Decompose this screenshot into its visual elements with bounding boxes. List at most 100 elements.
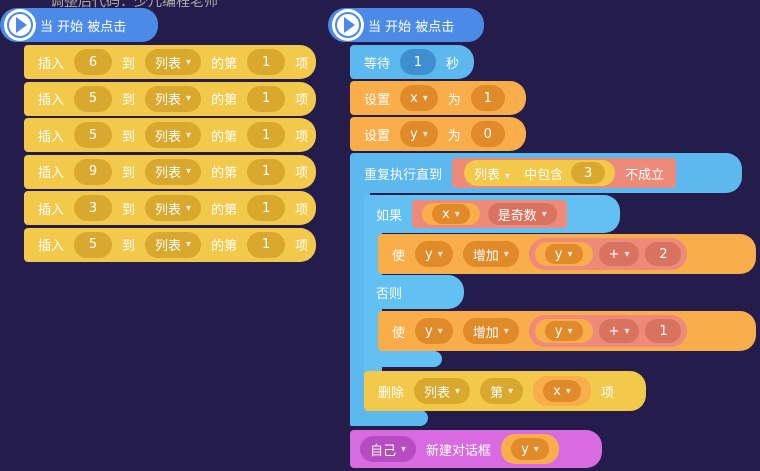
insert-label: 插入 [38,129,65,145]
item-label: 项 [295,129,309,145]
as-label: 为 [447,92,461,108]
insert-label: 插入 [38,202,65,218]
variable-dropdown[interactable]: x [400,85,438,111]
insert-item-block[interactable]: 插入5到列表的第1项 [24,81,316,116]
insert-item-block[interactable]: 插入3到列表的第1项 [24,191,316,225]
contains-value-input[interactable]: 3 [571,162,606,184]
variable-dropdown[interactable]: y [544,321,583,341]
if-else-footer [364,351,442,367]
plus-dropdown[interactable]: + [598,319,640,343]
wait-block[interactable]: 等待 1 秒 [350,45,474,79]
list-dropdown[interactable]: 列表 [145,231,202,258]
right-hat-block[interactable]: 当 开始 被点击 [328,8,484,42]
to-label: 到 [122,93,136,108]
insert-value-input[interactable]: 5 [74,231,113,258]
position-input[interactable]: 1 [247,195,286,221]
to-label: 到 [122,202,136,218]
set-value-input[interactable]: 0 [470,121,505,147]
insert-value-input[interactable]: 5 [74,85,113,112]
add-value-input[interactable]: 2 [645,242,682,266]
change-y-block[interactable]: 使 y 增加 y + 2 [378,234,756,274]
wait-seconds-input[interactable]: 1 [400,49,437,75]
x-reporter[interactable]: x [533,376,591,406]
position-input[interactable]: 1 [247,49,286,75]
position-label: 的第 [211,202,238,218]
contains-label: 中包含 [524,167,564,183]
variable-dropdown[interactable]: y [415,318,453,344]
x-reporter[interactable]: x [422,203,480,225]
list-dropdown[interactable]: 列表 [145,158,202,185]
wait-unit: 秒 [446,56,460,72]
list-dropdown[interactable]: 列表 [474,164,510,183]
set-label: 设置 [364,128,391,144]
insert-item-block[interactable]: 插入5到列表的第1项 [24,118,316,152]
insert-label: 插入 [38,239,65,254]
position-input[interactable]: 1 [247,231,286,258]
insert-value-input[interactable]: 3 [74,195,113,221]
list-dropdown[interactable]: 列表 [145,85,202,112]
else-label: 否则 [376,286,403,302]
to-label: 到 [122,166,136,181]
delete-label: 删除 [378,385,405,401]
list-dropdown[interactable]: 列表 [145,49,202,75]
list-dropdown[interactable]: 列表 [145,195,202,221]
variable-dropdown[interactable]: y [544,244,583,264]
set-y-block[interactable]: 设置 y 为 0 [350,117,526,151]
insert-item-block[interactable]: 插入 5到列表的第 1项 [24,227,316,262]
insert-item-block[interactable]: 插入9到列表的第1项 [24,154,316,189]
nth-dropdown[interactable]: 第 [480,378,524,404]
change-op-dropdown[interactable]: 增加 [462,318,519,344]
not-label: 不成立 [625,167,665,183]
else-block: 否则 [364,275,464,309]
hat-label: 当 开始 被点击 [368,19,455,35]
position-label: 的第 [211,239,238,254]
sprite-dropdown[interactable]: 自己 [360,436,417,462]
list-contains-reporter[interactable]: 列表 中包含 3 [464,160,616,186]
y-reporter[interactable]: y [501,434,559,464]
set-value-input[interactable]: 1 [470,85,505,111]
is-odd-condition[interactable]: x 是奇数 [412,200,567,228]
insert-value-input[interactable]: 5 [74,122,113,148]
item-label: 项 [295,56,309,72]
to-label: 到 [122,239,136,254]
add-operator[interactable]: y + 1 [528,315,688,347]
insert-value-input[interactable]: 6 [74,49,113,75]
if-block[interactable]: 如果 x 是奇数 [364,195,620,233]
variable-dropdown[interactable]: y [511,438,549,460]
new-dialog-label: 新建对话框 [426,443,492,459]
insert-item-block[interactable]: 插入6到列表的第1项 [24,45,316,79]
item-label: 项 [295,239,309,254]
insert-label: 插入 [38,166,65,181]
variable-dropdown[interactable]: y [400,121,438,147]
change-y-else-block[interactable]: 使 y 增加 y + 1 [378,311,756,351]
not-condition[interactable]: 列表 中包含 3 不成立 [452,158,677,188]
variable-dropdown[interactable]: y [415,241,453,267]
new-dialog-block[interactable]: 自己 新建对话框 y [350,430,602,468]
to-label: 到 [122,56,136,72]
list-dropdown[interactable]: 列表 [414,378,471,404]
add-value-input[interactable]: 1 [645,319,682,343]
y-reporter[interactable]: y [534,319,593,343]
insert-value-input[interactable]: 9 [74,158,113,185]
repeat-until-block[interactable]: 重复执行直到 列表 中包含 3 不成立 [350,153,742,193]
position-label: 的第 [211,93,238,108]
clipped-caption: 调整后代码：少儿编程老师 [50,0,218,10]
position-input[interactable]: 1 [247,158,286,185]
left-hat-block[interactable]: 当 开始 被点击 [0,8,158,42]
variable-dropdown[interactable]: x [432,204,470,224]
change-op-dropdown[interactable]: 增加 [462,241,519,267]
plus-dropdown[interactable]: + [598,242,640,266]
list-dropdown[interactable]: 列表 [145,122,202,148]
repeat-until-label: 重复执行直到 [364,167,443,183]
position-input[interactable]: 1 [247,85,286,112]
set-x-block[interactable]: 设置 x 为 1 [350,81,526,115]
change-label: 使 [392,248,406,264]
is-odd-dropdown[interactable]: 是奇数 [487,203,557,225]
position-input[interactable]: 1 [247,122,286,148]
add-operator[interactable]: y + 2 [528,238,688,270]
as-label: 为 [447,128,461,144]
y-reporter[interactable]: y [534,242,593,266]
variable-dropdown[interactable]: x [543,380,581,402]
hat-label: 当 开始 被点击 [40,19,127,35]
delete-item-block[interactable]: 删除 列表 第 x 项 [364,371,646,411]
